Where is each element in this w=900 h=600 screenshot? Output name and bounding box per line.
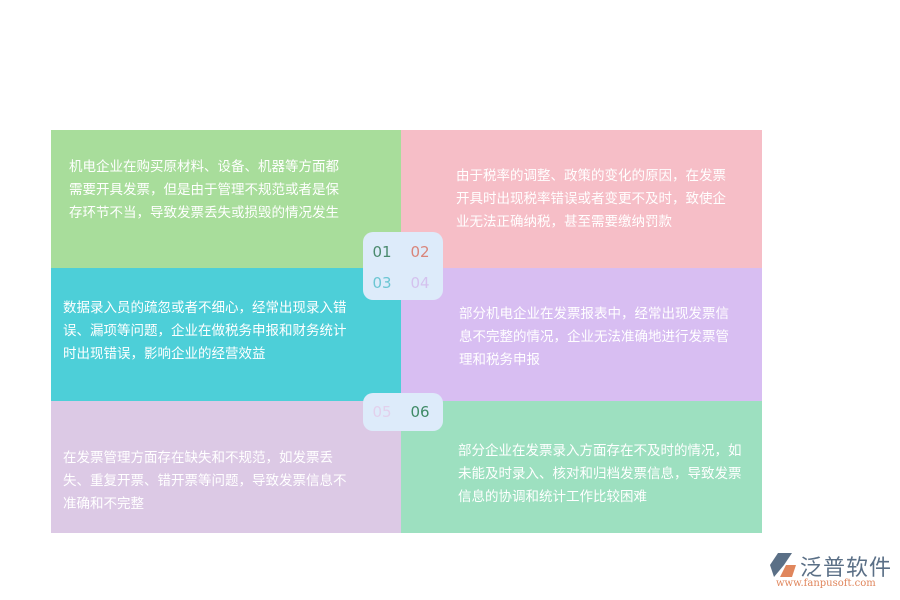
logo-url: www.fanpusoft.com <box>776 578 876 589</box>
cell-text: 由于税率的调整、政策的变化的原因，在发票开具时出现税率错误或者变更不及时，致使企… <box>456 167 726 230</box>
logo: 泛普软件 www.fanpusoft.com <box>770 550 895 595</box>
cell-text: 在发票管理方面存在缺失和不规范，如发票丢失、重复开票、错开票等问题，导致发票信息… <box>63 449 347 512</box>
cell-05: 在发票管理方面存在缺失和不规范，如发票丢失、重复开票、错开票等问题，导致发票信息… <box>51 401 401 533</box>
number-badge-top: 01 02 03 04 <box>363 232 443 300</box>
cell-text: 机电企业在购买原材料、设备、机器等方面都需要开具发票，但是由于管理不规范或者是保… <box>69 158 339 221</box>
cell-text: 部分企业在发票录入方面存在不及时的情况，如未能及时录入、核对和归档发票信息，导致… <box>458 442 742 505</box>
number-05: 05 <box>372 403 392 421</box>
number-02: 02 <box>410 242 430 261</box>
number-01: 01 <box>372 242 392 261</box>
cell-03: 数据录入员的疏忽或者不细心，经常出现录入错误、漏项等问题，企业在做税务申报和财务… <box>51 268 401 401</box>
cell-06: 部分企业在发票录入方面存在不及时的情况，如未能及时录入、核对和归档发票信息，导致… <box>401 401 762 533</box>
number-06: 06 <box>410 403 430 421</box>
cell-02: 由于税率的调整、政策的变化的原因，在发票开具时出现税率错误或者变更不及时，致使企… <box>401 130 762 268</box>
cell-text: 数据录入员的疏忽或者不细心，经常出现录入错误、漏项等问题，企业在做税务申报和财务… <box>63 300 347 362</box>
cell-01: 机电企业在购买原材料、设备、机器等方面都需要开具发票，但是由于管理不规范或者是保… <box>51 130 401 268</box>
cell-text: 部分机电企业在发票报表中，经常出现发票信息不完整的情况，企业无法准确地进行发票管… <box>459 306 729 368</box>
cell-04: 部分机电企业在发票报表中，经常出现发票信息不完整的情况，企业无法准确地进行发票管… <box>401 268 762 401</box>
number-04: 04 <box>410 273 430 292</box>
number-03: 03 <box>372 273 392 292</box>
logo-name: 泛普软件 <box>800 556 893 581</box>
number-badge-bottom: 05 06 <box>363 393 443 431</box>
logo-icon <box>770 553 796 577</box>
